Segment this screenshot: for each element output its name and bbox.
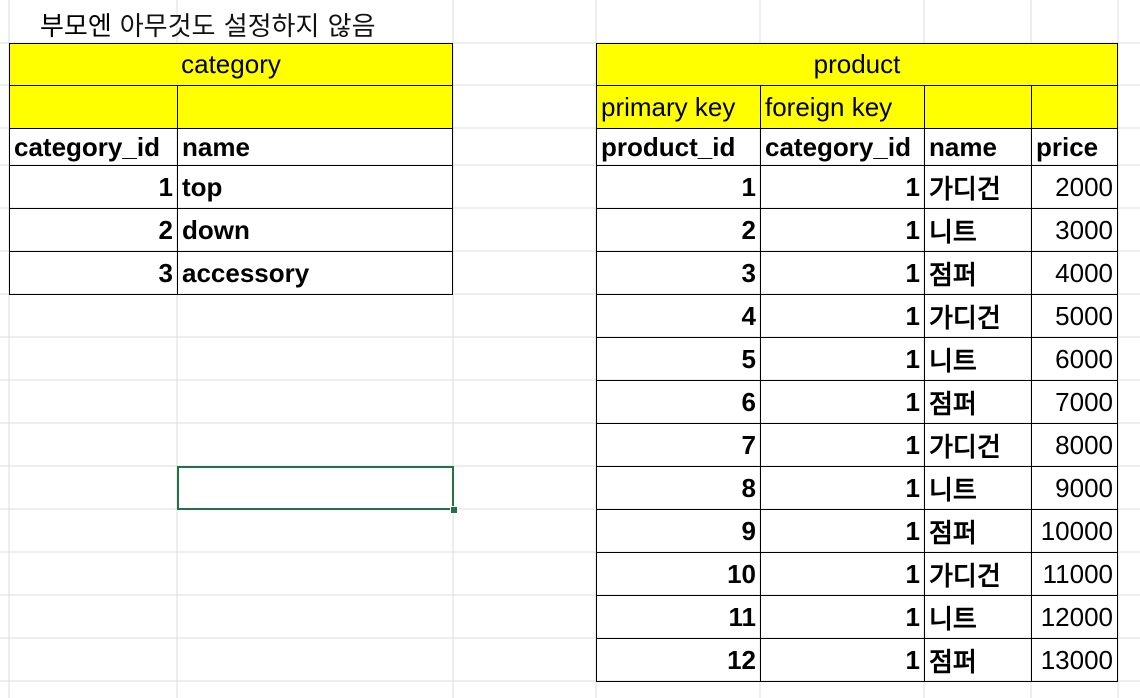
product-name-cell[interactable]: 가디건 [924, 423, 1032, 467]
product-key-label-cell[interactable]: primary key [596, 85, 761, 129]
product-price-cell[interactable]: 9000 [1031, 466, 1118, 510]
product-name-cell[interactable]: 니트 [924, 208, 1032, 252]
product-id-cell[interactable]: 2 [596, 208, 761, 252]
product-name-cell[interactable]: 점퍼 [924, 509, 1032, 553]
product-id-cell[interactable]: 1 [596, 165, 761, 209]
product-id-cell[interactable]: 3 [596, 251, 761, 295]
category-header-category_id[interactable]: category_id [9, 128, 178, 166]
product-name-cell[interactable]: 점퍼 [924, 638, 1032, 682]
product-key-label-cell[interactable] [924, 85, 1032, 129]
product-category-id-cell[interactable]: 1 [760, 595, 925, 639]
product-price-cell[interactable]: 6000 [1031, 337, 1118, 381]
product-category-id-cell[interactable]: 1 [760, 466, 925, 510]
note-title: 부모엔 [40, 11, 112, 42]
product-name-cell[interactable]: 가디건 [924, 552, 1032, 596]
product-name-cell[interactable]: 니트 [924, 595, 1032, 639]
category-name-cell[interactable]: down [177, 208, 453, 252]
product-category-id-cell[interactable]: 1 [760, 165, 925, 209]
product-header-price[interactable]: price [1031, 128, 1118, 166]
product-category-id-cell[interactable]: 1 [760, 294, 925, 338]
category-id-cell[interactable]: 1 [9, 165, 178, 209]
product-name-cell[interactable]: 니트 [924, 466, 1032, 510]
category-blank-cell[interactable] [177, 85, 453, 129]
product-header-category_id[interactable]: category_id [760, 128, 925, 166]
product-category-id-cell[interactable]: 1 [760, 552, 925, 596]
fill-handle[interactable] [450, 506, 458, 514]
category-header-name[interactable]: name [177, 128, 453, 166]
product-id-cell[interactable]: 4 [596, 294, 761, 338]
product-name-cell[interactable]: 점퍼 [924, 251, 1032, 295]
product-id-cell[interactable]: 7 [596, 423, 761, 467]
product-name-cell[interactable]: 니트 [924, 337, 1032, 381]
product-category-id-cell[interactable]: 1 [760, 509, 925, 553]
product-header-product_id[interactable]: product_id [596, 128, 761, 166]
note-rest: 아무것도 설정하지 않음 [119, 11, 376, 42]
category-name-cell[interactable]: accessory [177, 251, 453, 295]
product-price-cell[interactable]: 4000 [1031, 251, 1118, 295]
product-name-cell[interactable]: 가디건 [924, 294, 1032, 338]
product-price-cell[interactable]: 13000 [1031, 638, 1118, 682]
category-blank-cell[interactable] [9, 85, 178, 129]
product-category-id-cell[interactable]: 1 [760, 423, 925, 467]
product-category-id-cell[interactable]: 1 [760, 638, 925, 682]
product-price-cell[interactable]: 7000 [1031, 380, 1118, 424]
product-price-cell[interactable]: 5000 [1031, 294, 1118, 338]
product-price-cell[interactable]: 10000 [1031, 509, 1118, 553]
product-id-cell[interactable]: 9 [596, 509, 761, 553]
product-title-cell[interactable]: product [596, 43, 1118, 86]
category-name-cell[interactable]: top [177, 165, 453, 209]
selected-cell[interactable] [177, 466, 454, 510]
product-category-id-cell[interactable]: 1 [760, 208, 925, 252]
product-price-cell[interactable]: 8000 [1031, 423, 1118, 467]
product-price-cell[interactable]: 2000 [1031, 165, 1118, 209]
product-id-cell[interactable]: 5 [596, 337, 761, 381]
product-key-label-cell[interactable] [1031, 85, 1118, 129]
product-name-cell[interactable]: 점퍼 [924, 380, 1032, 424]
product-id-cell[interactable]: 11 [596, 595, 761, 639]
product-id-cell[interactable]: 8 [596, 466, 761, 510]
product-name-cell[interactable]: 가디건 [924, 165, 1032, 209]
product-category-id-cell[interactable]: 1 [760, 251, 925, 295]
category-title-cell[interactable]: category [9, 43, 453, 86]
product-key-label-cell[interactable]: foreign key [760, 85, 925, 129]
product-id-cell[interactable]: 6 [596, 380, 761, 424]
product-price-cell[interactable]: 12000 [1031, 595, 1118, 639]
product-header-name[interactable]: name [924, 128, 1032, 166]
product-price-cell[interactable]: 3000 [1031, 208, 1118, 252]
category-id-cell[interactable]: 3 [9, 251, 178, 295]
product-price-cell[interactable]: 11000 [1031, 552, 1118, 596]
product-id-cell[interactable]: 12 [596, 638, 761, 682]
product-category-id-cell[interactable]: 1 [760, 380, 925, 424]
product-id-cell[interactable]: 10 [596, 552, 761, 596]
category-id-cell[interactable]: 2 [9, 208, 178, 252]
note-cell[interactable]: 부모엔 아무것도 설정하지 않음 [40, 6, 376, 42]
product-category-id-cell[interactable]: 1 [760, 337, 925, 381]
